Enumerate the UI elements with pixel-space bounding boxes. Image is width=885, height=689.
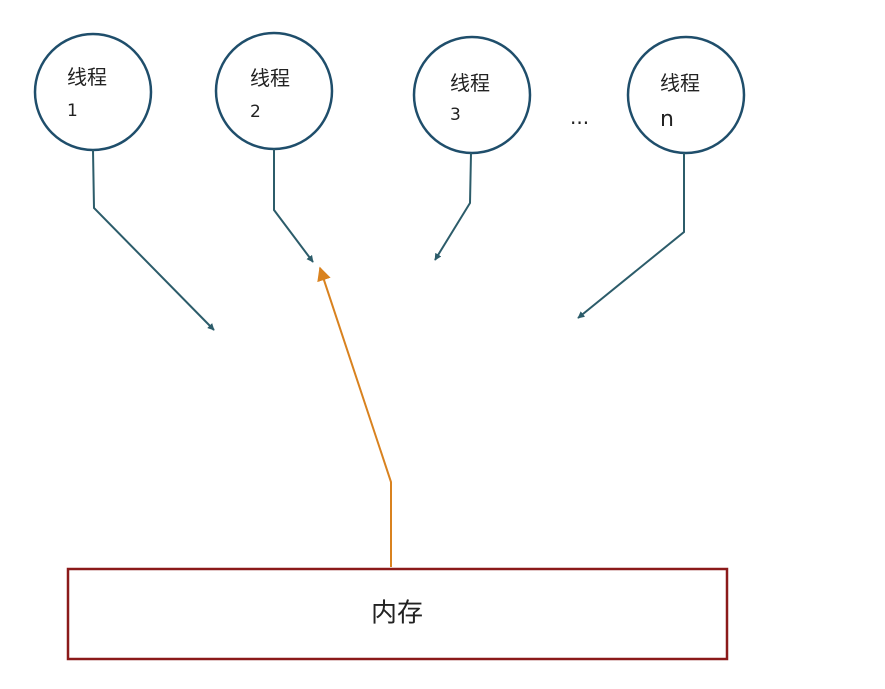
thread-circle — [214, 31, 334, 151]
thread-2-arrow — [273, 149, 314, 263]
memory-rect — [66, 567, 729, 661]
memory-label: 内存 — [371, 599, 423, 629]
thread-node-1: 线程 1 — [33, 32, 153, 152]
thread-number: n — [660, 107, 674, 132]
thread-circle — [412, 35, 532, 155]
thread-number: 2 — [250, 102, 261, 122]
memory-arrow — [317, 266, 392, 567]
thread-label: 线程 — [67, 65, 107, 89]
memory-box: 内存 — [66, 567, 729, 661]
thread-number: 1 — [67, 101, 78, 121]
thread-label: 线程 — [250, 66, 290, 90]
thread-label: 线程 — [450, 71, 490, 95]
ellipsis: ... — [570, 105, 589, 129]
thread-circle — [626, 35, 746, 155]
thread-node-n: 线程 n — [626, 35, 746, 155]
thread-number: 3 — [450, 105, 461, 125]
thread-label: 线程 — [660, 71, 700, 95]
thread-node-2: 线程 2 — [214, 31, 334, 151]
thread-circle — [33, 32, 153, 152]
thread-3-arrow — [434, 152, 472, 261]
thread-node-3: 线程 3 — [412, 35, 532, 155]
thread-1-arrow — [92, 149, 215, 331]
thread-n-arrow — [577, 153, 685, 319]
